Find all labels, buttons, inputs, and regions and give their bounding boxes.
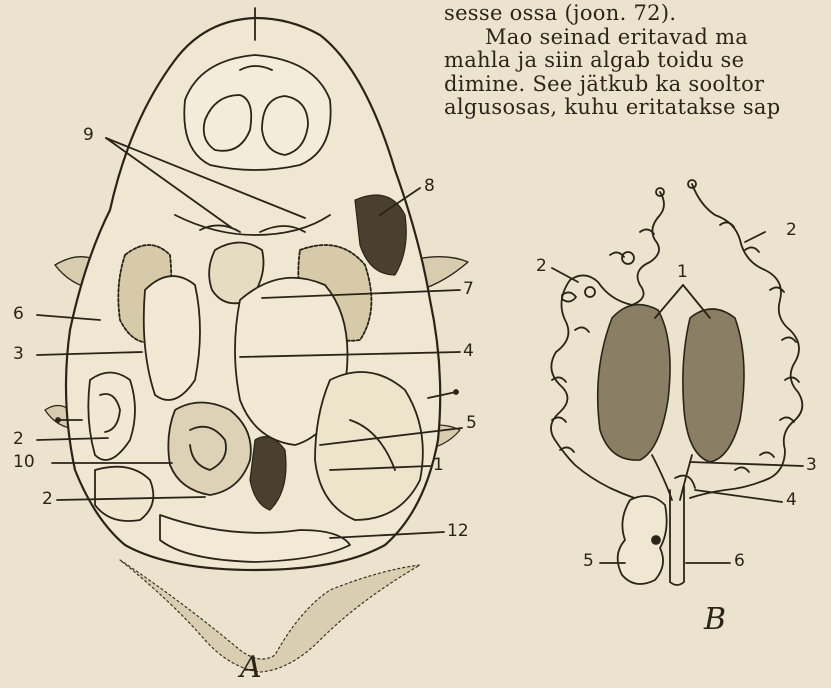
panel-letter-b: B bbox=[704, 602, 726, 637]
figure-a-drawing bbox=[37, 8, 468, 672]
label-a-7: 7 bbox=[463, 279, 474, 299]
label-b-3: 3 bbox=[806, 455, 817, 475]
label-b-4: 4 bbox=[786, 490, 797, 510]
label-b-6: 6 bbox=[734, 551, 745, 571]
figure-b-drawing bbox=[551, 180, 803, 585]
label-b-2-right: 2 bbox=[786, 220, 797, 240]
panel-letter-a: A bbox=[240, 650, 262, 685]
label-a-10: 10 bbox=[13, 452, 35, 472]
label-a-9: 9 bbox=[83, 125, 94, 145]
label-b-1: 1 bbox=[677, 262, 688, 282]
label-a-3: 3 bbox=[13, 344, 24, 364]
label-a-2b: 2 bbox=[42, 489, 53, 509]
label-b-2-left: 2 bbox=[536, 256, 547, 276]
label-a-5: 5 bbox=[466, 413, 477, 433]
label-b-5: 5 bbox=[583, 551, 594, 571]
label-a-12: 12 bbox=[447, 521, 469, 541]
label-a-4: 4 bbox=[463, 341, 474, 361]
label-a-6: 6 bbox=[13, 304, 24, 324]
label-a-2: 2 bbox=[13, 429, 24, 449]
label-a-8: 8 bbox=[424, 176, 435, 196]
label-a-1: 1 bbox=[433, 455, 444, 475]
